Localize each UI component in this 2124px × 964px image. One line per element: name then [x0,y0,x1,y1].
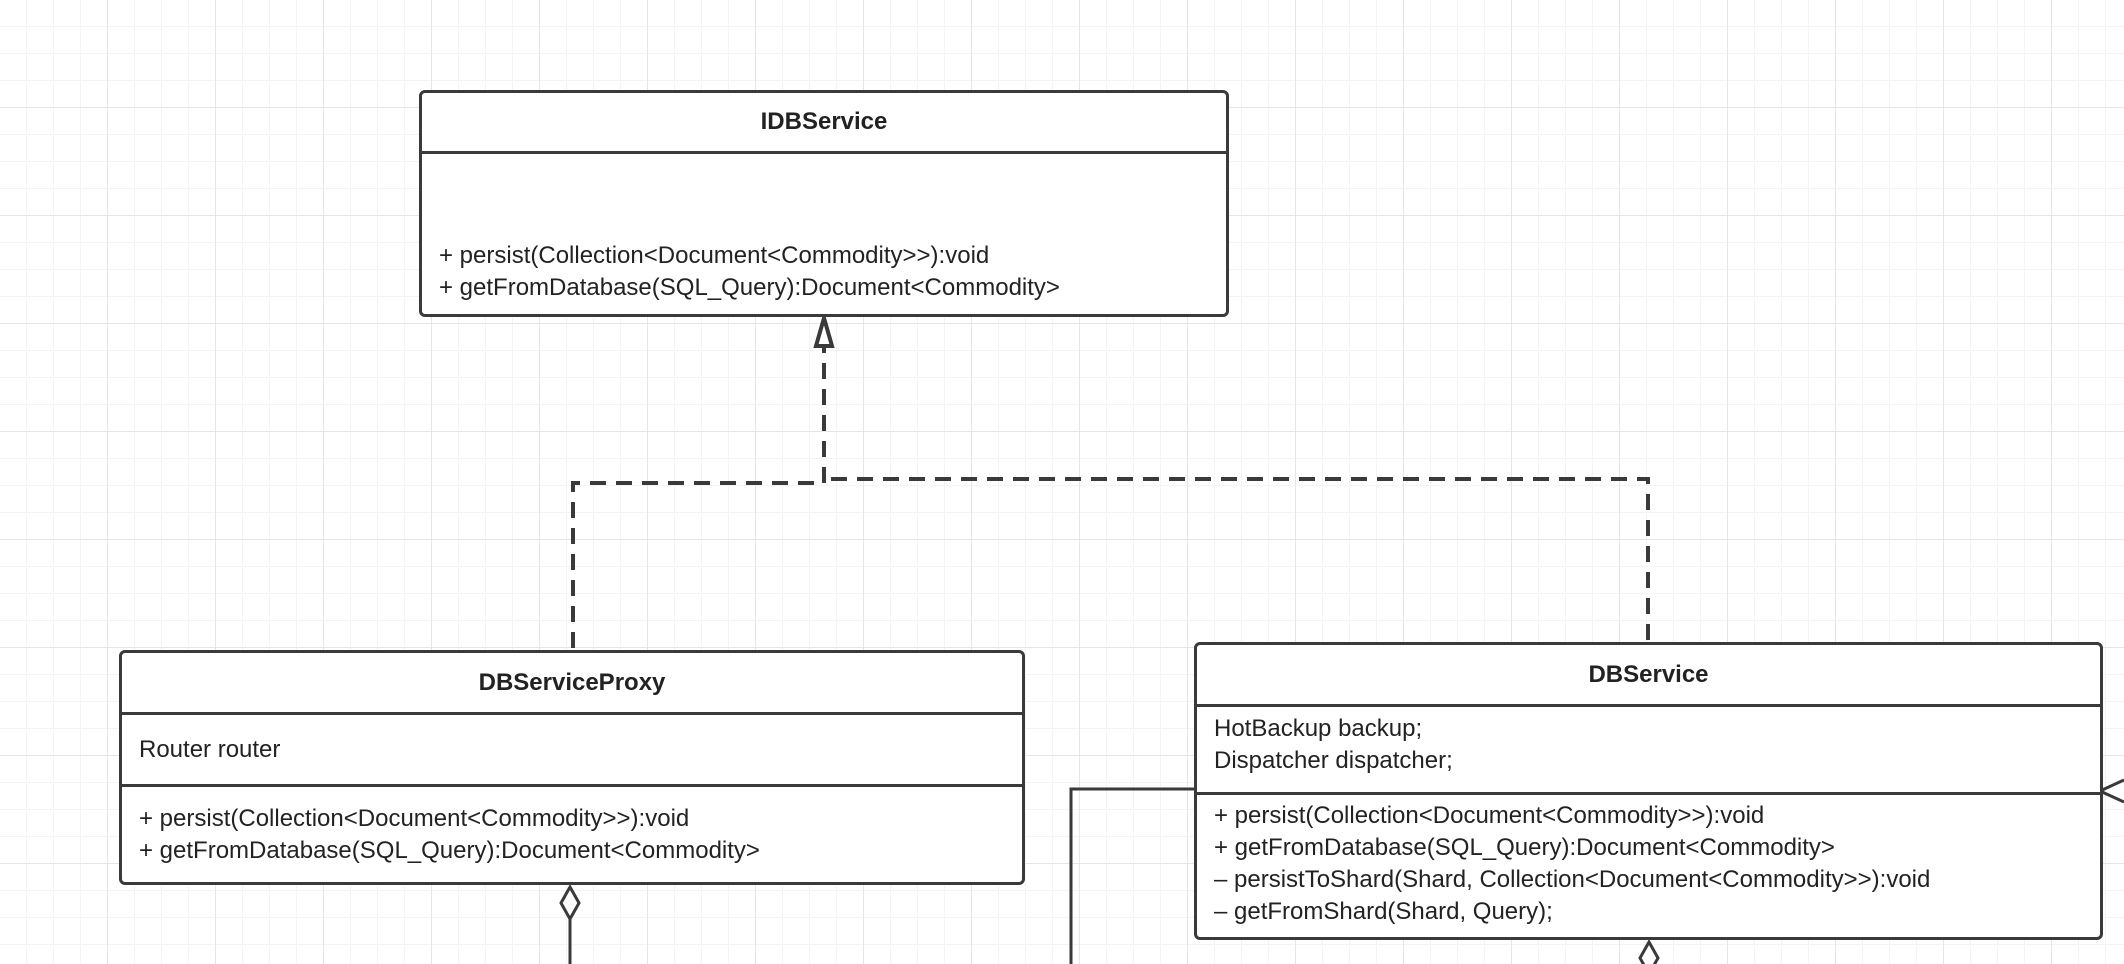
class-name-dbservice: DBService [1197,645,2100,707]
realization-arrowhead-icon [813,310,835,348]
class-dbserviceproxy[interactable]: DBServiceProxy Router router + persist(C… [119,650,1025,885]
association-line-left [1069,787,1196,964]
aggregation-diamond-dbservice-icon [1638,938,1660,964]
right-edge-line [2099,778,2124,793]
class-dbservice[interactable]: DBService HotBackup backup; Dispatcher d… [1194,642,2103,940]
methods-idbservice: + persist(Collection<Document<Commodity>… [422,154,1226,304]
attributes-dbserviceproxy: Router router [122,715,1022,787]
class-name-dbserviceproxy: DBServiceProxy [122,653,1022,715]
attribute-dispatcher: Dispatcher dispatcher; [1214,747,1453,774]
class-idbservice[interactable]: IDBService + persist(Collection<Document… [419,90,1229,317]
method-get-from-shard: – getFromShard(Shard, Query); [1214,898,1553,925]
attribute-router: Router router [139,736,281,763]
method-persist: + persist(Collection<Document<Commodity>… [439,242,990,269]
method-persist: + persist(Collection<Document<Commodity>… [1214,802,1765,829]
methods-dbservice: + persist(Collection<Document<Commodity>… [1197,795,2100,928]
realization-line-dbservice [824,477,1650,640]
method-persist: + persist(Collection<Document<Commodity>… [139,805,690,832]
attribute-backup: HotBackup backup; [1214,715,1423,742]
attributes-dbservice: HotBackup backup; Dispatcher dispatcher; [1197,707,2100,795]
realization-line-proxy [571,340,826,648]
aggregation-diamond-proxy-icon [559,883,581,923]
right-edge-line-lower [2099,789,2124,804]
methods-dbserviceproxy: + persist(Collection<Document<Commodity>… [122,787,1022,867]
method-get-from-database: + getFromDatabase(SQL_Query):Document<Co… [139,837,760,864]
method-persist-to-shard: – persistToShard(Shard, Collection<Docum… [1214,866,1931,893]
method-get-from-database: + getFromDatabase(SQL_Query):Document<Co… [439,274,1060,301]
method-get-from-database: + getFromDatabase(SQL_Query):Document<Co… [1214,834,1835,861]
class-name-idbservice: IDBService [422,93,1226,154]
